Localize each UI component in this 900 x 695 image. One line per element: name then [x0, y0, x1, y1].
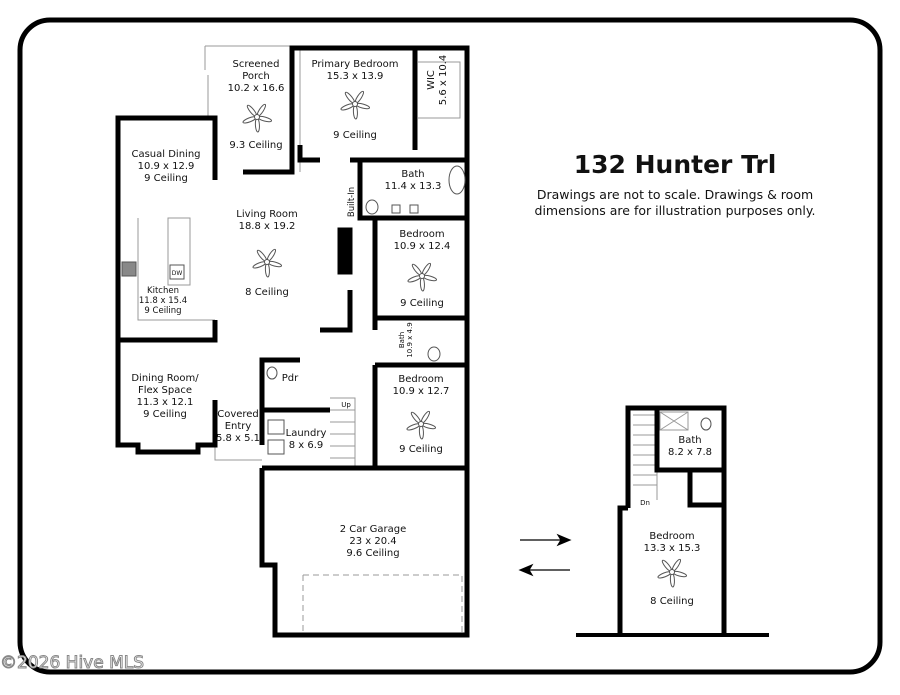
room-name: Bath — [398, 331, 406, 349]
room-name: Entry — [224, 421, 252, 432]
fixtures — [121, 165, 712, 455]
room-name: Kitchen — [147, 286, 179, 296]
room-primary-bath: Bath 11.4 x 13.3 — [385, 169, 442, 193]
room-name: Bath — [401, 169, 425, 180]
room-name: Flex Space — [137, 385, 193, 396]
direction-arrows — [518, 533, 572, 577]
room-upper-bedroom: Bedroom 13.3 x 15.3 — [644, 531, 701, 555]
room-name: Casual Dining — [131, 149, 201, 160]
room-name: Porch — [242, 71, 270, 82]
ceiling-fan-icon — [252, 248, 283, 278]
room-dims: 8.2 x 7.8 — [667, 447, 713, 458]
room-powder: Pdr — [281, 373, 299, 384]
room-dims: 10.9 x 12.7 — [392, 386, 450, 397]
room-dims: 10.2 x 16.6 — [227, 83, 285, 94]
room-dims: 13.3 x 15.3 — [643, 543, 701, 554]
room-laundry: Laundry 8 x 6.9 — [286, 428, 327, 452]
ceiling-label: 9 Ceiling — [400, 298, 444, 309]
room-bath-2: Bath 10.9 x 4.9 — [398, 322, 414, 357]
watermark: ©2026 Hive MLS — [0, 653, 145, 674]
room-covered-entry: Covered Entry 5.8 x 5.1 — [216, 409, 260, 445]
room-kitchen: Kitchen 11.8 x 15.4 9 Ceiling — [139, 286, 187, 316]
room-wic: WIC 5.6 x 10.4 — [426, 55, 450, 105]
room-primary-bedroom: Primary Bedroom 15.3 x 13.9 — [311, 59, 398, 83]
ceiling-label: 8 Ceiling — [650, 596, 694, 607]
ceiling-fan-icon — [340, 90, 371, 120]
walls — [115, 45, 769, 638]
ceiling-label: 9 Ceiling — [143, 409, 187, 420]
ceiling-fan-icon — [242, 103, 273, 133]
room-dims: 11.8 x 15.4 — [138, 296, 188, 306]
room-name: Covered — [217, 409, 259, 420]
dishwasher-label: DW — [171, 270, 183, 277]
room-dims: 10.9 x 4.9 — [406, 322, 414, 358]
ceiling-fans — [242, 90, 688, 588]
room-dims: 10.9 x 12.4 — [393, 241, 451, 252]
room-name: Dining Room/ — [131, 373, 199, 384]
ceiling-label: 9.6 Ceiling — [346, 548, 400, 559]
ceiling-label: 8 Ceiling — [245, 287, 289, 298]
room-dims: 11.3 x 12.1 — [136, 397, 194, 408]
ceiling-label: 9 Ceiling — [333, 130, 377, 141]
room-name: Screened — [232, 59, 280, 70]
room-name: Bedroom — [398, 374, 444, 385]
room-name: Primary Bedroom — [311, 59, 399, 70]
frame — [17, 17, 883, 675]
room-bedroom-2: Bedroom 10.9 x 12.4 — [394, 229, 451, 253]
room-bedroom-3: Bedroom 10.9 x 12.7 — [393, 374, 450, 398]
room-dims: 18.8 x 19.2 — [238, 221, 296, 232]
ceiling-fan-icon — [657, 558, 688, 588]
room-name: 2 Car Garage — [339, 524, 407, 535]
built-in-label: Built-In — [347, 186, 357, 218]
ceiling-label: 9 Ceiling — [399, 444, 443, 455]
room-upper-bath: Bath 8.2 x 7.8 — [668, 435, 712, 459]
room-dims: 5.8 x 5.1 — [215, 433, 261, 444]
room-casual-dining: Casual Dining 10.9 x 12.9 9 Ceiling — [131, 149, 200, 185]
arrow-left-icon — [518, 563, 570, 577]
room-dims: 23 x 20.4 — [349, 536, 397, 547]
room-garage: 2 Car Garage 23 x 20.4 9.6 Ceiling — [340, 524, 407, 560]
room-name: Living Room — [236, 209, 298, 220]
ceiling-label: 9 Ceiling — [144, 173, 188, 184]
room-screened-porch: Screened Porch 10.2 x 16.6 — [228, 59, 285, 95]
ceiling-label: 9.3 Ceiling — [229, 140, 283, 151]
stairs-down-label: Dn — [640, 499, 650, 507]
ceiling-fan-icon — [406, 410, 437, 440]
room-dims: 10.9 x 12.9 — [137, 161, 195, 172]
room-living-room: Living Room 18.8 x 19.2 — [236, 209, 297, 233]
room-name: WIC — [426, 70, 437, 90]
room-name: Bedroom — [649, 531, 695, 542]
room-dims: 8 x 6.9 — [288, 440, 324, 451]
room-dims: 11.4 x 13.3 — [384, 181, 442, 192]
room-dims: 5.6 x 10.4 — [438, 54, 449, 106]
ceiling-label: 9 Ceiling — [144, 306, 182, 316]
arrow-right-icon — [520, 533, 572, 547]
room-name: Laundry — [285, 428, 327, 439]
room-dims: 15.3 x 13.9 — [326, 71, 384, 82]
room-name: Bath — [678, 435, 702, 446]
room-dining-room: Dining Room/ Flex Space 11.3 x 12.1 9 Ce… — [131, 373, 198, 421]
property-address-title: 132 Hunter Trl — [573, 150, 777, 179]
stairs-up-label: Up — [341, 401, 351, 409]
disclaimer-line: dimensions are for illustration purposes… — [534, 203, 816, 218]
disclaimer: Drawings are not to scale. Drawings & ro… — [535, 187, 816, 219]
ceiling-fan-icon — [407, 262, 438, 292]
room-name: Bedroom — [399, 229, 445, 240]
disclaimer-line: Drawings are not to scale. Drawings & ro… — [536, 187, 814, 202]
